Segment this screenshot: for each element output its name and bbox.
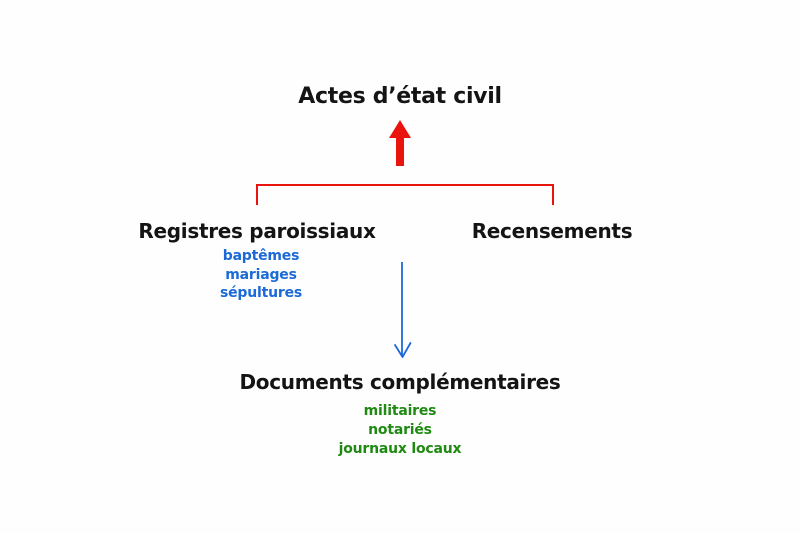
list-item: notariés — [368, 422, 432, 438]
bottom-section-label: Documents complémentaires — [239, 370, 561, 394]
left-branch-items: baptêmes mariages sépultures — [220, 247, 302, 303]
list-item: sépultures — [219, 285, 303, 301]
bottom-section-items: militaires notariés journaux locaux — [339, 402, 462, 459]
left-branch-label: Registres paroissiaux — [138, 219, 376, 243]
list-item: militaires — [363, 403, 437, 419]
right-branch-label: Recensements — [471, 219, 633, 243]
diagram-title: Actes d’état civil — [298, 84, 502, 109]
list-item: baptêmes — [222, 248, 300, 264]
bracket-connector-icon — [256, 184, 554, 205]
list-item: journaux locaux — [338, 441, 462, 457]
list-item: mariages — [225, 266, 297, 283]
up-arrow-icon — [385, 120, 415, 171]
down-arrow-icon — [389, 262, 417, 366]
